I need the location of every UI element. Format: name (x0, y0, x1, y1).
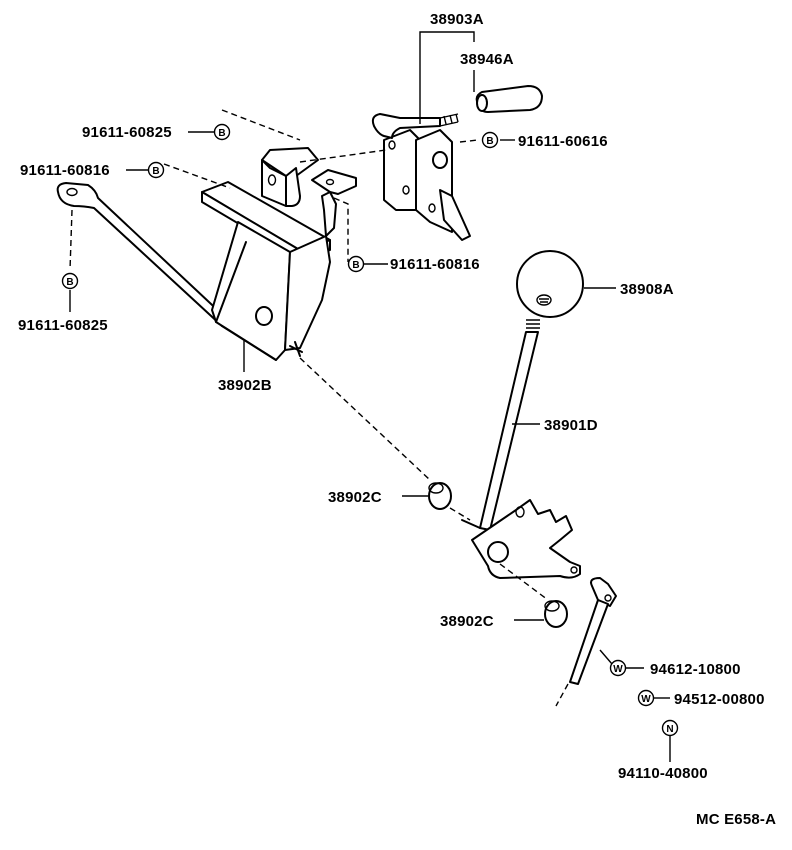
lever-grip (475, 85, 543, 113)
main-bracket (201, 147, 357, 361)
svg-text:B: B (218, 128, 225, 139)
bolt-badge-60816-left: B (147, 161, 165, 179)
nut-badge-40800: N (661, 719, 679, 737)
svg-text:W: W (641, 694, 651, 705)
shift-lever (461, 319, 581, 579)
part-label-91611-60825-top: 91611-60825 (82, 124, 172, 141)
bushing-upper (428, 482, 452, 510)
part-label-38903A: 38903A (430, 11, 484, 28)
shift-knob (516, 250, 584, 318)
diagram-id: MC E658-A (696, 811, 776, 828)
bolt-badge-60825-top: B (213, 123, 231, 141)
part-label-94110-40800: 94110-40800 (618, 765, 708, 782)
part-label-38946A: 38946A (460, 51, 514, 68)
part-label-94512-00800: 94512-00800 (674, 691, 765, 708)
part-label-38901D: 38901D (544, 417, 598, 434)
part-label-91611-60616: 91611-60616 (518, 133, 608, 150)
svg-text:B: B (486, 136, 493, 147)
assembly-lines (69, 109, 569, 707)
upper-bracket (371, 113, 471, 241)
part-label-91611-60816-right: 91611-60816 (390, 256, 480, 273)
part-label-38908A: 38908A (620, 281, 674, 298)
bushing-lower (544, 600, 568, 628)
washer-badge-10800: W (609, 659, 627, 677)
part-label-91611-60816-left: 91611-60816 (20, 162, 110, 179)
bolt-badge-60616: B (481, 131, 499, 149)
svg-text:N: N (666, 724, 673, 735)
bolt-badge-60816-right: B (347, 255, 365, 273)
shift-rod (569, 577, 617, 685)
leader-lines (69, 31, 671, 762)
bracket-arm (56, 182, 227, 327)
svg-text:W: W (613, 664, 623, 675)
part-label-38902C-lower: 38902C (440, 613, 494, 630)
washer-badge-00800: W (637, 689, 655, 707)
svg-text:B: B (352, 260, 359, 271)
svg-text:B: B (66, 277, 73, 288)
part-label-94612-10800: 94612-10800 (650, 661, 741, 678)
part-label-38902B: 38902B (218, 377, 272, 394)
part-label-91611-60825-left: 91611-60825 (18, 317, 108, 334)
bolt-badge-60825-left: B (61, 272, 79, 290)
svg-text:B: B (152, 166, 159, 177)
part-label-38902C-upper: 38902C (328, 489, 382, 506)
